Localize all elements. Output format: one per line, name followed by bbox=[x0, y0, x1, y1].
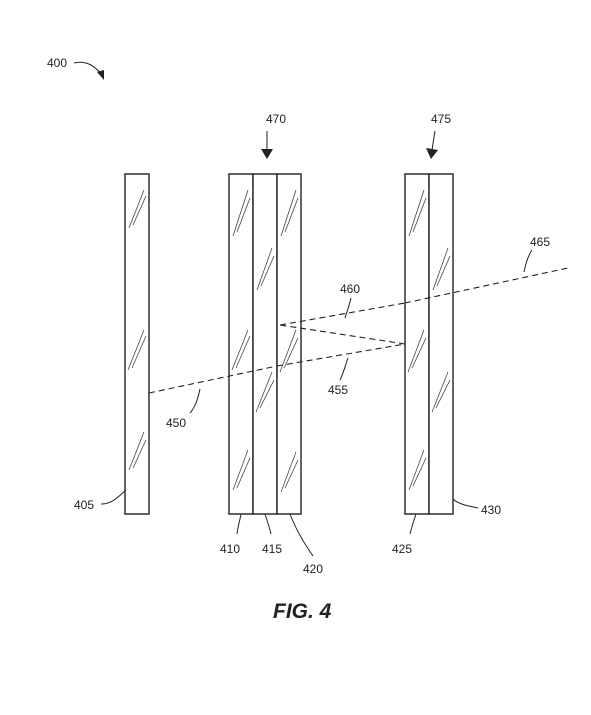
ray-450-path bbox=[148, 365, 278, 394]
ray-450-reference: 450 bbox=[166, 388, 201, 430]
assembly-arrow bbox=[73, 61, 103, 77]
assembly-reference: 400 bbox=[47, 56, 104, 80]
group-label-470: 470 bbox=[266, 112, 286, 126]
panel-label-430: 430 bbox=[481, 503, 501, 517]
ray-460-leader bbox=[344, 297, 352, 319]
light-rays bbox=[148, 267, 569, 394]
ray-reflect-path bbox=[279, 324, 406, 345]
panel-430 bbox=[428, 173, 454, 515]
group-label-475: 475 bbox=[431, 112, 451, 126]
group-475-arrow bbox=[431, 130, 436, 151]
panel-410-reference: 410 bbox=[220, 513, 242, 556]
panel-label-410: 410 bbox=[220, 542, 240, 556]
ray-label-450: 450 bbox=[166, 416, 186, 430]
assembly-label: 400 bbox=[47, 56, 67, 70]
panel-410-leader bbox=[236, 513, 242, 535]
ray-460-path bbox=[279, 302, 406, 326]
panel-410-body bbox=[228, 173, 254, 515]
ray-465-leader bbox=[523, 249, 533, 273]
assembly-arrowhead bbox=[97, 70, 104, 80]
panel-430-reference: 430 bbox=[452, 498, 501, 517]
panel-label-420: 420 bbox=[303, 562, 323, 576]
figure-caption: FIG. 4 bbox=[273, 600, 332, 623]
panel-405-leader bbox=[100, 489, 127, 505]
group-475-reference: 475 bbox=[426, 112, 451, 159]
panel-425 bbox=[404, 173, 430, 515]
panel-430-body bbox=[428, 173, 454, 515]
ray-label-465: 465 bbox=[530, 235, 550, 249]
panel-420-leader bbox=[289, 513, 314, 557]
panel-430-leader bbox=[452, 498, 479, 509]
group-470-arrowhead bbox=[261, 149, 273, 159]
panel-label-425: 425 bbox=[392, 542, 412, 556]
panel-420 bbox=[276, 173, 302, 515]
ray-455-path bbox=[276, 343, 406, 367]
panel-420-reference: 420 bbox=[289, 513, 323, 576]
ray-465-reference: 465 bbox=[523, 235, 550, 273]
panel-415 bbox=[252, 173, 278, 515]
ray-label-455: 455 bbox=[328, 383, 348, 397]
panel-425-leader bbox=[409, 513, 417, 535]
group-475-arrowhead bbox=[426, 148, 438, 159]
panel-420-body bbox=[276, 173, 302, 515]
panel-425-body bbox=[404, 173, 430, 515]
panel-405 bbox=[124, 173, 150, 515]
panel-415-body bbox=[252, 173, 278, 515]
ray-455-leader bbox=[339, 357, 349, 381]
panel-405-reference: 405 bbox=[74, 489, 127, 512]
group-470-reference: 470 bbox=[261, 112, 286, 159]
panel-label-415: 415 bbox=[262, 542, 282, 556]
panel-425-reference: 425 bbox=[392, 513, 417, 556]
panel-label-405: 405 bbox=[74, 498, 94, 512]
panel-405-body bbox=[124, 173, 150, 515]
panel-410 bbox=[228, 173, 254, 515]
ray-450-leader bbox=[189, 388, 201, 414]
panel-415-leader bbox=[264, 513, 272, 535]
ray-460-reference: 460 bbox=[340, 282, 360, 319]
panel-415-reference: 415 bbox=[262, 513, 282, 556]
ray-465-path bbox=[404, 267, 569, 304]
ray-label-460: 460 bbox=[340, 282, 360, 296]
ray-455-reference: 455 bbox=[328, 357, 349, 397]
